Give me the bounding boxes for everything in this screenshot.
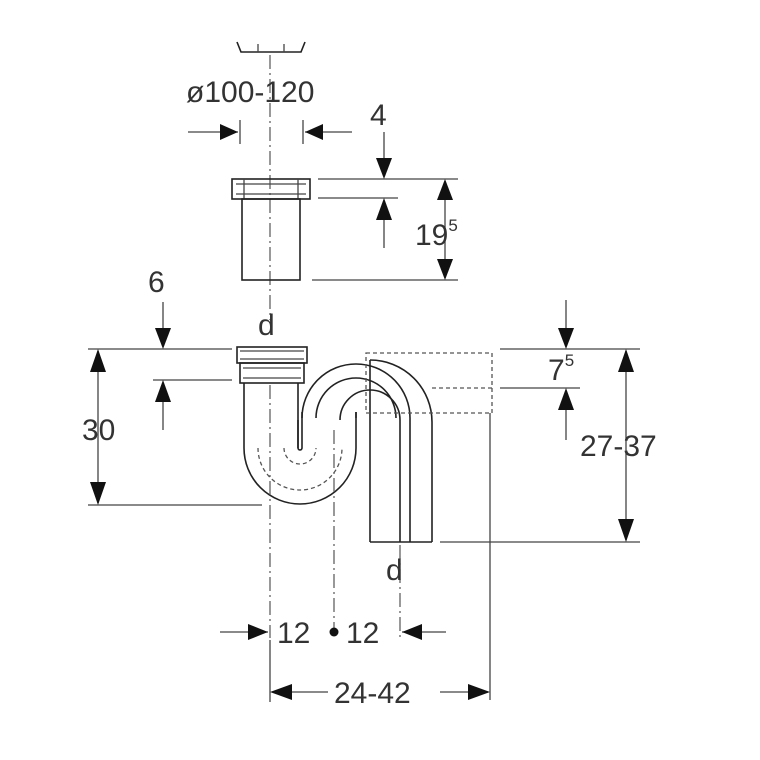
connector-sleeve — [231, 178, 311, 281]
height-label: 30 — [82, 414, 115, 447]
trap-u-bend — [243, 383, 357, 505]
spread-dimension — [269, 640, 490, 702]
top-offset-label: 6 — [148, 266, 165, 299]
depth-dimension — [312, 179, 458, 281]
inlet-nut — [236, 346, 308, 384]
wall-dimension — [318, 132, 458, 248]
inlet-d-label: d — [258, 309, 275, 342]
outlet-offset-dimension — [558, 300, 574, 440]
extension-dashed — [365, 352, 493, 414]
wall-label: 4 — [370, 99, 387, 132]
outlet-height-label: 27-37 — [580, 430, 657, 463]
outlet-offset-label: 75 — [548, 351, 574, 387]
trap-crown-bend — [301, 363, 411, 542]
height-dimension — [90, 349, 106, 505]
right-half-label: 12 — [346, 617, 379, 650]
diameter-dimension — [188, 120, 352, 144]
outlet-height-dimension — [618, 349, 634, 542]
outlet-leg — [369, 359, 433, 543]
sink-outlet-top — [236, 41, 306, 53]
top-offset-dimension — [155, 302, 171, 430]
half-spread-dimension — [220, 624, 446, 640]
diameter-label: ø100-120 — [186, 76, 314, 109]
outlet-d-label: d — [386, 554, 403, 587]
left-half-label: 12 — [277, 617, 310, 650]
spread-label: 24-42 — [334, 677, 411, 710]
depth-label: 195 — [415, 216, 458, 252]
